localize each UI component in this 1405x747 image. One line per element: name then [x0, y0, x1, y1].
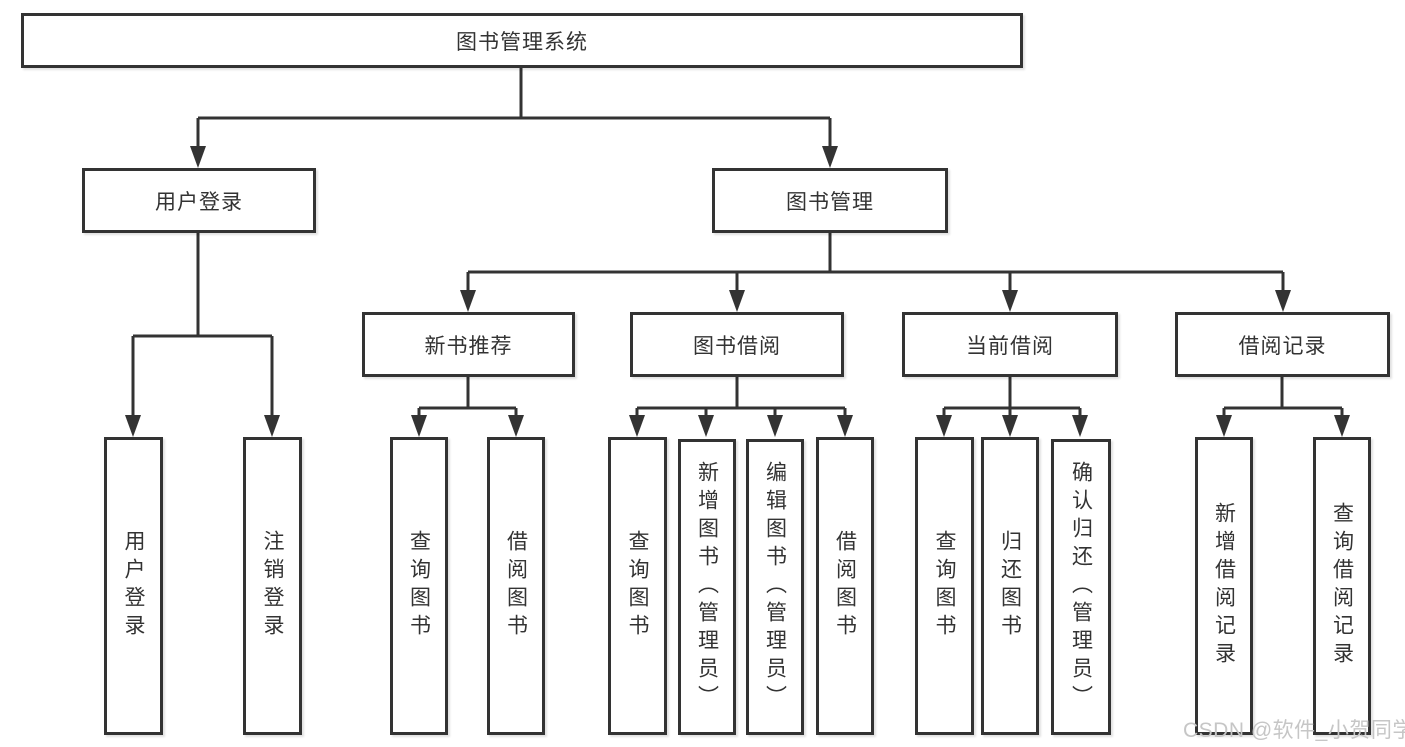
leaf-cb-return-books: 归还图书	[981, 437, 1039, 735]
leaf-bb-query-books: 查询图书	[608, 437, 667, 735]
connector-current-borrow	[942, 377, 1082, 416]
node-label: 图书借阅	[693, 334, 781, 358]
node-label: 借阅记录	[1238, 334, 1327, 358]
node-label: 归还图书	[998, 530, 1022, 642]
arrow-bb-query	[629, 415, 645, 437]
node-label: 确认归还（管理员）	[1069, 461, 1093, 713]
node-label: 编辑图书（管理员）	[763, 461, 787, 713]
arrow-book-management	[822, 146, 838, 168]
arrow-nbr-query	[411, 415, 427, 437]
arrow-bb-borrow	[837, 415, 853, 437]
node-label: 注销登录	[261, 530, 284, 642]
arrow-current-borrow	[1002, 290, 1018, 312]
node-label: 查询图书	[407, 530, 431, 642]
leaf-bb-borrow-books: 借阅图书	[816, 437, 874, 735]
connector-root	[196, 68, 832, 150]
arrow-br-query	[1334, 415, 1350, 437]
arrow-nbr-borrow	[508, 415, 524, 437]
leaf-nbr-borrow-books: 借阅图书	[487, 437, 545, 735]
arrow-bb-edit	[767, 415, 783, 437]
leaf-cb-query-books: 查询图书	[915, 437, 974, 735]
csdn-watermark: CSDN @软件_小贺同学	[1183, 719, 1405, 742]
node-label: 新书推荐	[424, 334, 513, 358]
connector-book-borrow	[635, 377, 847, 416]
arrow-bb-add	[698, 415, 714, 437]
node-label: 查询图书	[626, 530, 649, 642]
node-library-system: 图书管理系统	[21, 13, 1023, 68]
node-label: 新增借阅记录	[1212, 502, 1236, 670]
node-book-management: 图书管理	[712, 168, 948, 233]
leaf-nbr-query-books: 查询图书	[390, 437, 448, 735]
node-label: 当前借阅	[966, 334, 1054, 358]
leaf-cb-confirm-return-admin: 确认归还（管理员）	[1051, 439, 1111, 735]
node-book-borrow: 图书借阅	[630, 312, 844, 377]
arrow-borrow-records	[1275, 290, 1291, 312]
arrow-cb-query	[936, 415, 952, 437]
node-label: 借阅图书	[504, 530, 528, 642]
node-label: 查询图书	[933, 530, 956, 642]
node-label: 用户登录	[122, 530, 145, 642]
node-label: 借阅图书	[833, 530, 857, 642]
arrow-cb-confirm	[1072, 415, 1088, 437]
node-new-book-recommend: 新书推荐	[362, 312, 575, 377]
connector-book-management	[466, 233, 1285, 292]
arrow-book-borrow	[729, 290, 745, 312]
node-current-borrow: 当前借阅	[902, 312, 1118, 377]
leaf-bb-edit-books-admin: 编辑图书（管理员）	[746, 439, 804, 735]
arrow-user-login	[190, 146, 206, 168]
arrow-br-add	[1216, 415, 1232, 437]
leaf-br-add-record: 新增借阅记录	[1195, 437, 1253, 735]
node-label: 查询借阅记录	[1330, 502, 1354, 670]
node-borrow-records: 借阅记录	[1175, 312, 1390, 377]
connector-new-book-recommend	[417, 377, 518, 416]
arrow-cb-return	[1002, 415, 1018, 437]
connector-user-login	[131, 233, 274, 416]
arrow-leaf-logout	[264, 415, 280, 437]
leaf-br-query-record: 查询借阅记录	[1313, 437, 1371, 735]
node-label: 新增图书（管理员）	[695, 461, 719, 713]
leaf-user-login: 用户登录	[104, 437, 163, 735]
arrow-leaf-user-login	[125, 415, 141, 437]
connector-borrow-records	[1222, 377, 1344, 416]
node-label: 用户登录	[155, 190, 243, 214]
node-label: 图书管理	[786, 190, 874, 214]
node-user-login: 用户登录	[82, 168, 316, 233]
node-label: 图书管理系统	[456, 30, 588, 54]
leaf-logout: 注销登录	[243, 437, 302, 735]
arrow-new-book-recommend	[460, 290, 476, 312]
leaf-bb-add-books-admin: 新增图书（管理员）	[678, 439, 736, 735]
